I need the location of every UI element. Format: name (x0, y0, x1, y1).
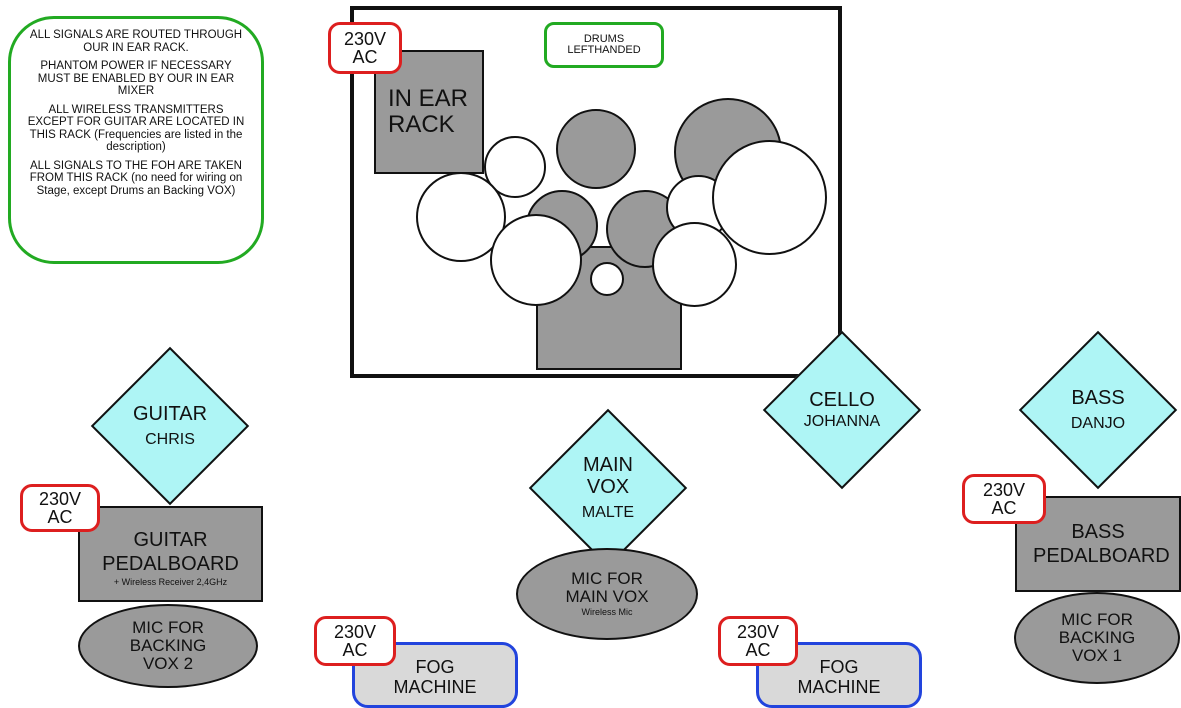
drum-riser: IN EAR RACK DRUMS LEFTHANDED (350, 6, 842, 378)
drums-label: DRUMS LEFTHANDED (544, 22, 664, 68)
mic-main-vox: MIC FOR MAIN VOX Wireless Mic (516, 548, 698, 640)
performer-name: DANJO (1070, 415, 1126, 432)
bass-pedalboard-label: BASS PEDALBOARD (1033, 521, 1170, 567)
mic-backing-vox-1: MIC FOR BACKING VOX 1 (1014, 592, 1180, 684)
mic-label: MIC FOR MAIN VOX (565, 569, 649, 606)
fog-machine-label: FOG MACHINE (797, 657, 881, 697)
guitar-pedalboard: GUITAR PEDALBOARD + Wireless Receiver 2,… (78, 506, 263, 602)
fog-machine-label: FOG MACHINE (393, 657, 477, 697)
performer-name: MALTE (581, 504, 635, 521)
instrument-label: GUITAR (132, 403, 208, 425)
power-label: 230V AC (333, 622, 377, 660)
notes-box: ALL SIGNALS ARE ROUTED THROUGH OUR IN EA… (8, 16, 264, 264)
power-label: 230V AC (982, 480, 1026, 518)
drum-shell (556, 109, 636, 189)
mic-backing-vox-2: MIC FOR BACKING VOX 2 (78, 604, 258, 688)
cymbal (652, 222, 737, 307)
power-outlet: 230V AC (314, 616, 396, 666)
note-text: PHANTOM POWER IF NECESSARY MUST BE ENABL… (37, 60, 235, 97)
instrument-label: MAIN VOX (583, 454, 633, 498)
note-text: ALL SIGNALS ARE ROUTED THROUGH OUR IN EA… (29, 29, 243, 54)
drums-label-text: DRUMS LEFTHANDED (567, 33, 641, 56)
note-text: ALL SIGNALS TO THE FOH ARE TAKEN FROM TH… (29, 159, 243, 197)
cymbal (490, 214, 582, 306)
power-outlet: 230V AC (718, 616, 798, 666)
cymbal (590, 262, 624, 296)
guitar-pedalboard-label: GUITAR PEDALBOARD (102, 529, 239, 575)
note-text: ALL WIRELESS TRANSMITTERS EXCEPT FOR GUI… (27, 103, 245, 154)
instrument-label: BASS (1071, 387, 1125, 409)
performer-cello: CELLO JOHANNA (762, 330, 922, 490)
instrument-label: CELLO (809, 389, 875, 411)
cymbal (712, 140, 827, 255)
mic-label: MIC FOR BACKING VOX 1 (1058, 610, 1136, 665)
power-label: 230V AC (736, 622, 780, 660)
performer-guitar: GUITAR CHRIS (90, 346, 250, 506)
power-label: 230V AC (343, 29, 387, 67)
in-ear-rack-label: IN EAR RACK (388, 85, 469, 138)
mic-sub-label: Wireless Mic (581, 607, 633, 617)
power-label: 230V AC (38, 489, 82, 527)
power-outlet: 230V AC (328, 22, 402, 74)
performer-name: JOHANNA (803, 413, 881, 430)
in-ear-rack: IN EAR RACK (374, 50, 484, 174)
mic-label: MIC FOR BACKING VOX 2 (129, 618, 207, 673)
power-outlet: 230V AC (20, 484, 100, 532)
performer-name: CHRIS (145, 431, 195, 448)
power-outlet: 230V AC (962, 474, 1046, 524)
guitar-pedalboard-sub: + Wireless Receiver 2,4GHz (113, 577, 228, 587)
performer-bass: BASS DANJO (1018, 330, 1178, 490)
performer-main-vox: MAIN VOX MALTE (528, 408, 688, 568)
